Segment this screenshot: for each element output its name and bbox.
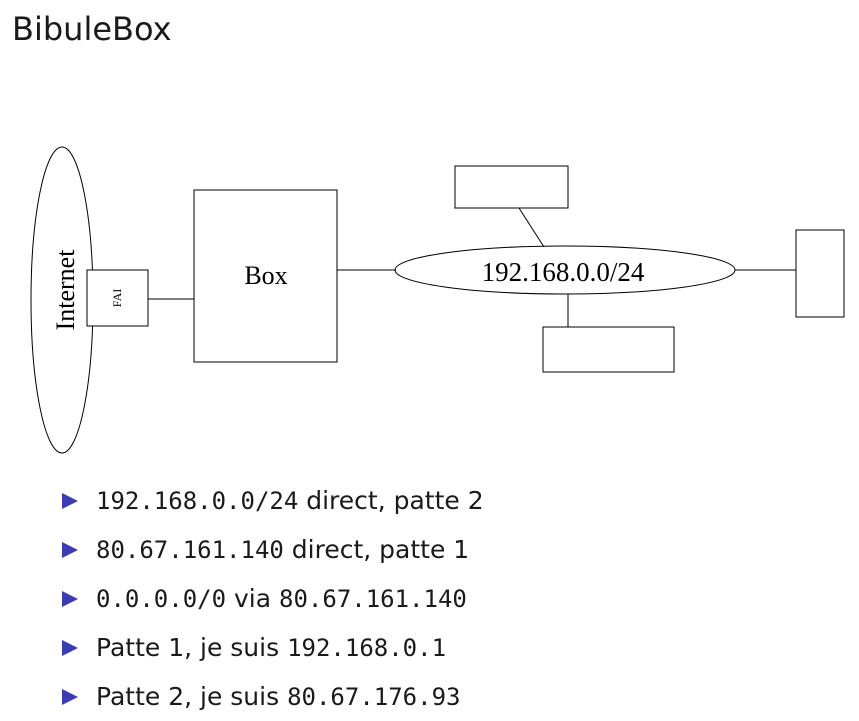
bullet-code: 192.168.0.1 — [287, 633, 447, 662]
host-right — [795, 229, 845, 318]
bullet-item: Patte 2, je suis 80.67.176.93 — [60, 672, 484, 721]
slide-title: BibuleBox — [12, 10, 172, 48]
box-router — [193, 189, 338, 363]
bullet-item: 192.168.0.0/24 direct, patte 2 — [60, 476, 484, 525]
host-top-link — [518, 207, 545, 248]
bullet-code: 0.0.0.0/0 — [96, 584, 227, 613]
bullet-triangle-icon — [62, 688, 78, 705]
bullet-code: 80.67.161.140 — [96, 535, 284, 564]
network-diagram: Internet FAI Box 192.168.0.0/24 — [30, 146, 845, 454]
host-bottom — [542, 326, 675, 373]
bullet-text: direct, patte 2 — [298, 486, 484, 515]
fai-box — [86, 269, 149, 327]
bullet-text: via — [226, 584, 280, 613]
bullet-text: direct, patte 1 — [283, 535, 470, 564]
bullet-text: Patte 2, je suis — [96, 682, 288, 711]
lan-label: 192.168.0.0/24 — [482, 257, 645, 287]
bullet-triangle-icon — [62, 639, 78, 656]
host-top — [454, 165, 569, 209]
fai-label: FAI — [110, 289, 124, 307]
bullet-item: 0.0.0.0/0 via 80.67.161.140 — [60, 574, 484, 623]
bullet-code: 80.67.176.93 — [287, 682, 461, 711]
bullet-text: Patte 1, je suis — [96, 633, 288, 662]
bullet-code: 80.67.161.140 — [279, 584, 467, 613]
bullet-triangle-icon — [62, 590, 78, 607]
bullet-item: Patte 1, je suis 192.168.0.1 — [60, 623, 484, 672]
internet-label: Internet — [51, 249, 80, 331]
bullet-code: 192.168.0.0/24 — [96, 486, 299, 515]
bullet-triangle-icon — [62, 541, 78, 558]
bullet-item: 80.67.161.140 direct, patte 1 — [60, 525, 484, 574]
routing-bullets: 192.168.0.0/24 direct, patte 2 80.67.161… — [60, 476, 484, 721]
box-label: Box — [244, 261, 287, 290]
bullet-triangle-icon — [62, 492, 78, 509]
